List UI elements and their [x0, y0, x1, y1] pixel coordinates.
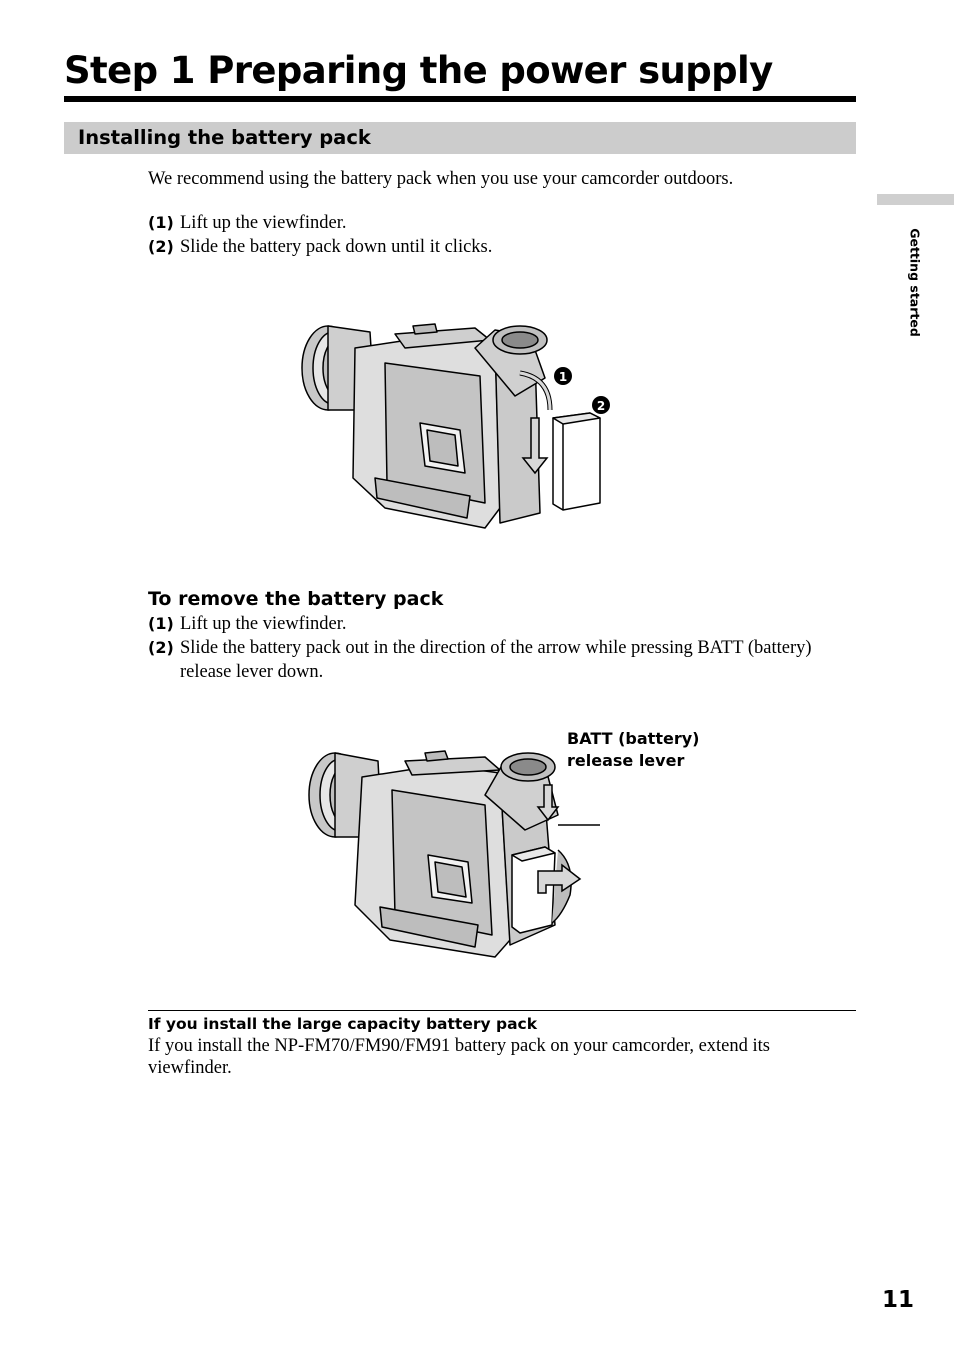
- step-number: (2): [148, 237, 174, 256]
- section-heading-bar: [64, 122, 856, 154]
- side-tab-label: Getting started: [907, 228, 923, 337]
- note-rule: [148, 1010, 856, 1011]
- side-tab: [877, 194, 954, 205]
- step-text: Lift up the viewfinder.: [180, 213, 347, 233]
- camcorder-remove-illustration: [308, 750, 600, 958]
- page-number: 11: [881, 1287, 914, 1313]
- section-heading: Installing the battery pack: [78, 126, 371, 149]
- camcorder-install-illustration: 1 2: [301, 323, 610, 529]
- step-number: (1): [148, 213, 174, 232]
- step-text: Lift up the viewfinder.: [180, 614, 347, 634]
- page-title: Step 1 Preparing the power supply: [64, 49, 773, 92]
- install-step-1: (1) Lift up the viewfinder.: [148, 211, 848, 235]
- step-text: Slide the battery pack out in the direct…: [180, 638, 812, 682]
- install-step-2: (2) Slide the battery pack down until it…: [148, 235, 848, 259]
- intro-text: We recommend using the battery pack when…: [148, 169, 734, 189]
- note-text: If you install the NP-FM70/FM90/FM91 bat…: [148, 1036, 770, 1078]
- batt-release-lever-label: BATT (battery) release lever: [567, 728, 707, 772]
- remove-step-2: (2) Slide the battery pack out in the di…: [148, 636, 848, 684]
- remove-heading: To remove the battery pack: [148, 588, 444, 610]
- callout-1: 1: [559, 370, 567, 384]
- step-text: Slide the battery pack down until it cli…: [180, 237, 493, 257]
- remove-step-1: (1) Lift up the viewfinder.: [148, 612, 848, 636]
- step-number: (1): [148, 614, 174, 633]
- batt-label-line-1: BATT (battery): [567, 729, 700, 748]
- callout-2: 2: [597, 399, 605, 413]
- note-title: If you install the large capacity batter…: [148, 1015, 538, 1033]
- batt-label-line-2: release lever: [567, 751, 685, 770]
- title-rule: [64, 96, 856, 102]
- step-number: (2): [148, 638, 174, 657]
